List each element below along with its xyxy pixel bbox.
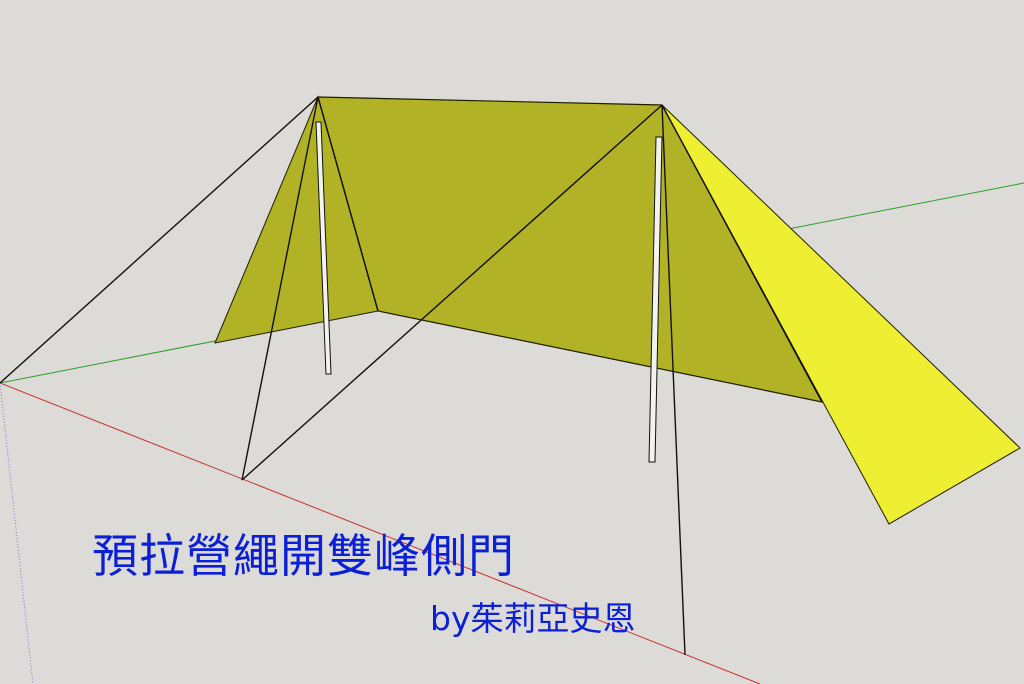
red-axis-line [0, 382, 761, 684]
guy-line [661, 104, 823, 403]
guy-lines [0, 96, 823, 656]
blue-axis-dotted-line [0, 382, 34, 684]
diagram-title: 預拉營繩開雙峰側門 [92, 529, 515, 583]
guy-line [317, 96, 379, 312]
tent-pole-right [648, 136, 663, 463]
guy-line [0, 96, 319, 384]
guy-line [661, 104, 686, 656]
tent-pole-left [315, 121, 332, 375]
guy-line [241, 104, 663, 481]
author-credit: by茱莉亞史恩 [430, 599, 636, 638]
guy-line [241, 96, 319, 481]
